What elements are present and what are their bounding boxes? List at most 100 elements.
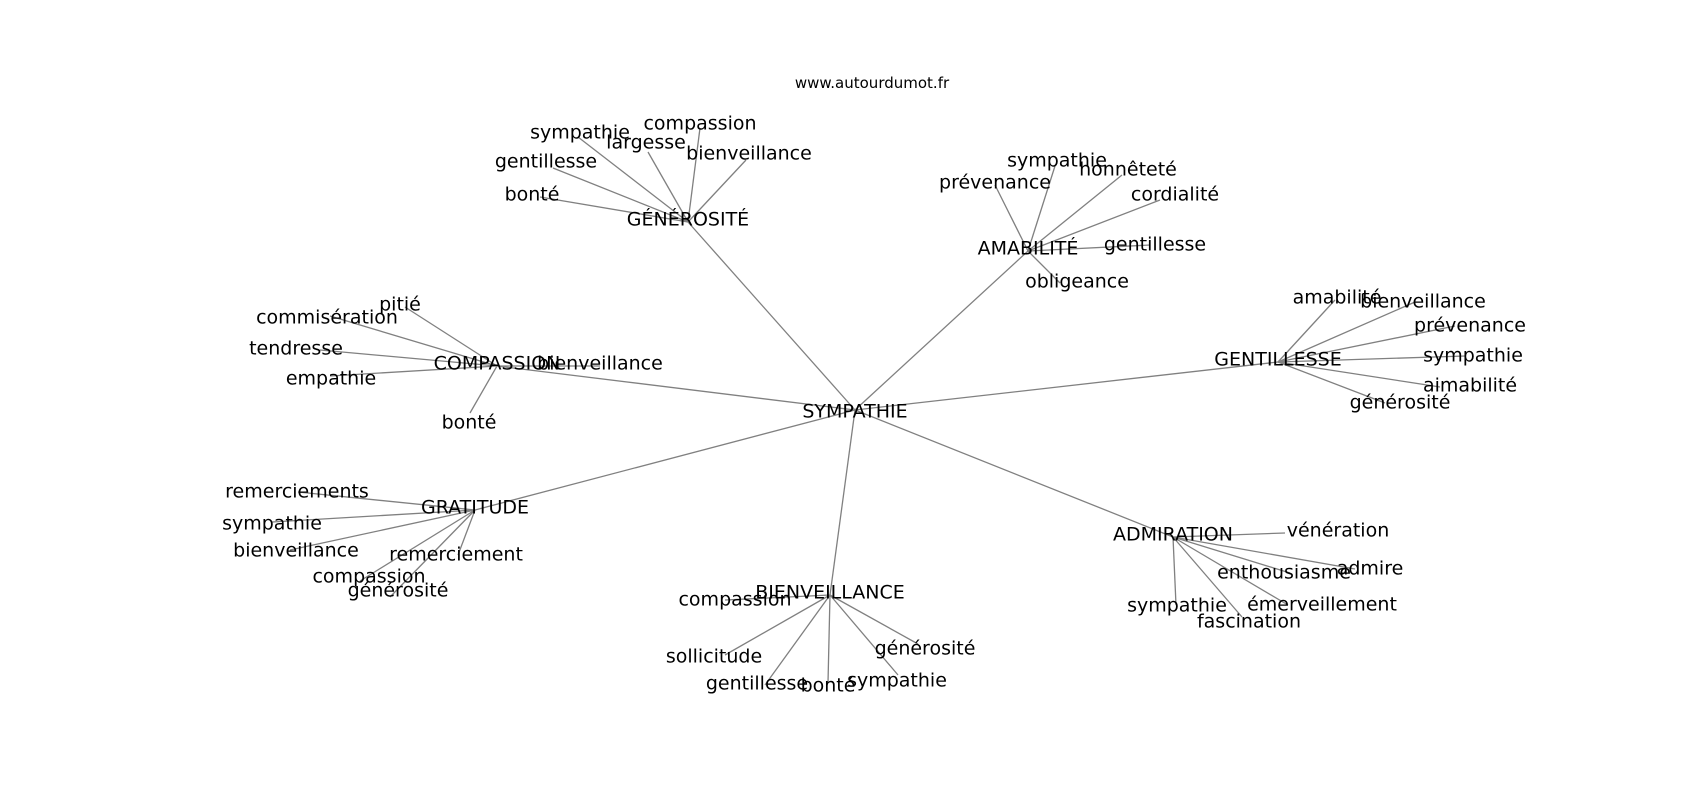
word-gentillesse-4[interactable]: aimabilité [1423,375,1517,397]
edge-generosite-1 [552,167,689,223]
word-gratitude-1[interactable]: sympathie [222,513,322,535]
word-compassion-2[interactable]: tendresse [249,338,343,360]
edge-gentillesse-0 [1277,299,1336,363]
edge-generosite-2 [577,136,689,223]
edge-admiration-0 [1172,532,1286,538]
word-bienveillance-3[interactable]: bonté [801,675,856,697]
word-amabilite-2[interactable]: honnêteté [1079,159,1177,181]
word-generosite-1[interactable]: gentillesse [495,151,597,173]
word-admiration-3[interactable]: émerveillement [1247,594,1397,616]
edge-amabilite-1 [1027,165,1056,252]
edge-gentillesse-5 [1277,361,1386,404]
edge-compassion-2 [319,349,498,367]
edge-bienveillance-4 [829,594,899,676]
edge-gratitude-1 [271,509,476,523]
word-bienveillance-5[interactable]: générosité [875,638,976,660]
word-gentillesse-3[interactable]: sympathie [1423,345,1523,367]
word-generosite-3[interactable]: largesse [606,132,686,154]
edge-center-gratitude [474,409,856,511]
edges [271,127,1466,686]
site-url[interactable]: www.autourdumot.fr [795,74,950,92]
word-generosite-0[interactable]: bonté [505,184,560,206]
edge-admiration-5 [1172,536,1177,606]
edge-gratitude-3 [359,509,476,582]
hub-amabilite[interactable]: AMABILITÉ [978,237,1079,260]
word-gratitude-0[interactable]: remerciements [225,481,369,503]
edge-admiration-1 [1172,536,1291,574]
word-gentillesse-2[interactable]: prévenance [1414,315,1526,337]
hub-gratitude[interactable]: GRATITUDE [421,497,529,519]
word-admiration-0[interactable]: vénération [1287,520,1390,542]
word-compassion-5[interactable]: bienveillance [537,353,663,375]
word-amabilite-5[interactable]: obligeance [1025,271,1129,293]
edge-admiration-3 [1172,536,1289,606]
hub-generosite[interactable]: GÉNÉROSITÉ [627,208,749,231]
edge-bienveillance-0 [724,594,831,601]
word-compassion-4[interactable]: bonté [442,412,497,434]
edge-generosite-3 [647,151,689,223]
word-generosite-2[interactable]: sympathie [530,122,630,144]
word-amabilite-3[interactable]: cordialité [1131,184,1219,206]
edge-bienveillance-5 [829,594,919,645]
word-generosite-5[interactable]: bienveillance [686,143,812,165]
edge-gentillesse-4 [1277,361,1441,388]
word-amabilite-1[interactable]: sympathie [1007,150,1107,172]
edge-center-compassion [496,365,856,411]
word-bienveillance-1[interactable]: sollicitude [666,646,762,668]
edge-gratitude-4 [389,509,476,598]
hub-admiration[interactable]: ADMIRATION [1113,524,1233,546]
edge-center-gentillesse [854,361,1279,411]
edge-gentillesse-3 [1277,355,1466,363]
hub-compassion[interactable]: COMPASSION [434,353,561,375]
edge-generosite-5 [687,159,747,223]
edge-bienveillance-2 [764,594,831,686]
word-gentillesse-0[interactable]: amabilité [1293,287,1382,309]
edge-amabilite-3 [1027,199,1161,252]
word-bienveillance-2[interactable]: gentillesse [706,673,808,695]
edge-generosite-0 [539,196,689,223]
word-admiration-4[interactable]: fascination [1197,611,1301,633]
labels: SYMPATHIEGÉNÉROSITÉbontégentillessesympa… [222,113,1526,697]
word-gentillesse-1[interactable]: bienveillance [1360,291,1486,313]
word-admiration-2[interactable]: admire [1337,558,1404,580]
edge-compassion-3 [329,365,498,377]
edge-compassion-4 [469,365,498,414]
word-compassion-0[interactable]: pitié [379,294,421,316]
edge-center-bienveillance [829,409,856,596]
edge-admiration-4 [1172,536,1243,618]
edge-generosite-4 [687,127,701,223]
edge-compassion-1 [329,315,498,367]
word-amabilite-4[interactable]: gentillesse [1104,234,1206,256]
edge-gratitude-2 [289,509,476,551]
word-generosite-4[interactable]: compassion [643,113,756,135]
word-bienveillance-4[interactable]: sympathie [847,670,947,692]
edge-gratitude-0 [297,491,476,511]
edge-admiration-2 [1172,536,1356,570]
word-compassion-3[interactable]: empathie [286,368,376,390]
edge-center-admiration [854,409,1174,538]
edge-bienveillance-1 [724,594,831,656]
word-admiration-1[interactable]: enthousiasme [1217,562,1351,584]
center-word[interactable]: SYMPATHIE [802,401,907,423]
edge-gentillesse-1 [1277,301,1416,363]
edge-amabilite-2 [1027,174,1123,252]
word-amabilite-0[interactable]: prévenance [939,172,1051,194]
word-compassion-1[interactable]: commisération [256,307,398,329]
word-admiration-5[interactable]: sympathie [1127,595,1227,617]
word-gratitude-2[interactable]: bienveillance [233,540,359,562]
hub-gentillesse[interactable]: GENTILLESSE [1214,349,1341,371]
word-gratitude-5[interactable]: remerciement [389,544,523,566]
edge-bienveillance-3 [827,594,831,684]
edge-amabilite-4 [1027,244,1151,252]
edge-center-amabilite [854,250,1029,411]
edge-amabilite-5 [1027,250,1061,284]
word-bienveillance-0[interactable]: compassion [678,589,791,611]
edge-gentillesse-2 [1277,325,1456,363]
edge-compassion-0 [404,306,498,367]
word-gratitude-3[interactable]: compassion [312,566,425,588]
word-gentillesse-5[interactable]: générosité [1350,392,1451,414]
hub-bienveillance[interactable]: BIENVEILLANCE [755,582,905,604]
edge-amabilite-0 [994,184,1029,252]
word-gratitude-4[interactable]: générosité [348,580,449,602]
